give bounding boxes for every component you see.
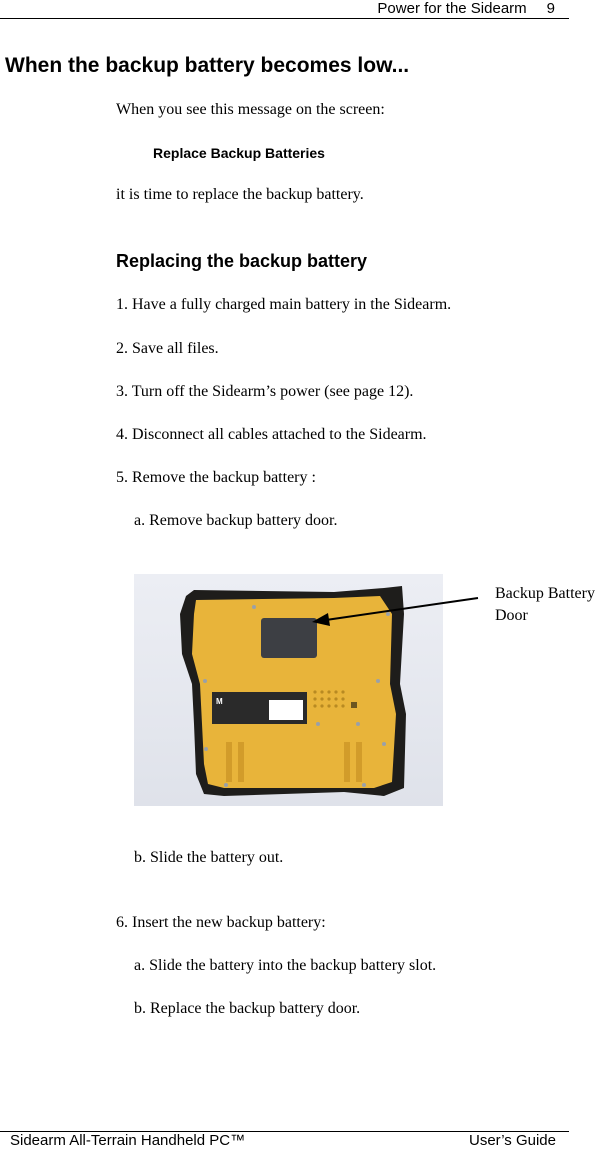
footer-guide-name: User’s Guide xyxy=(469,1132,556,1149)
running-header: Power for the Sidearm 9 xyxy=(377,0,555,17)
sidearm-back-illustration: M xyxy=(180,586,406,796)
battery-door-shape xyxy=(261,618,317,658)
step-6a: a. Slide the battery into the backup bat… xyxy=(134,957,437,974)
callout-arrow xyxy=(312,597,479,626)
header-divider xyxy=(0,18,569,19)
step-5b: b. Slide the battery out. xyxy=(134,849,284,866)
step-1: 1. Have a fully charged main battery in … xyxy=(116,296,452,313)
step-5: 5. Remove the backup battery : xyxy=(116,469,316,486)
callout-line-2: Door xyxy=(495,607,528,624)
callout-label: Backup Battery Door xyxy=(495,583,611,627)
footer-product-name: Sidearm All-Terrain Handheld PC™ xyxy=(10,1132,246,1149)
after-message-text: it is time to replace the backup battery… xyxy=(116,186,364,203)
step-6: 6. Insert the new backup battery: xyxy=(116,914,326,931)
footer-divider xyxy=(0,1131,569,1132)
step-2: 2. Save all files. xyxy=(116,340,219,357)
svg-text:M: M xyxy=(216,697,223,706)
step-6b: b. Replace the backup battery door. xyxy=(134,1000,361,1017)
screen-message: Replace Backup Batteries xyxy=(153,145,325,161)
header-section-title: Power for the Sidearm xyxy=(377,0,527,17)
step-3: 3. Turn off the Sidearm’s power (see pag… xyxy=(116,383,414,400)
section-subheading: Replacing the backup battery xyxy=(116,251,368,271)
step-5a: a. Remove backup battery door. xyxy=(134,512,338,529)
callout-line-1: Backup Battery xyxy=(495,585,595,602)
page-title: When the backup battery becomes low... xyxy=(5,54,410,77)
intro-text: When you see this message on the screen: xyxy=(116,101,385,118)
page-number: 9 xyxy=(546,0,555,17)
step-4: 4. Disconnect all cables attached to the… xyxy=(116,426,427,443)
device-photo: M xyxy=(134,574,443,806)
